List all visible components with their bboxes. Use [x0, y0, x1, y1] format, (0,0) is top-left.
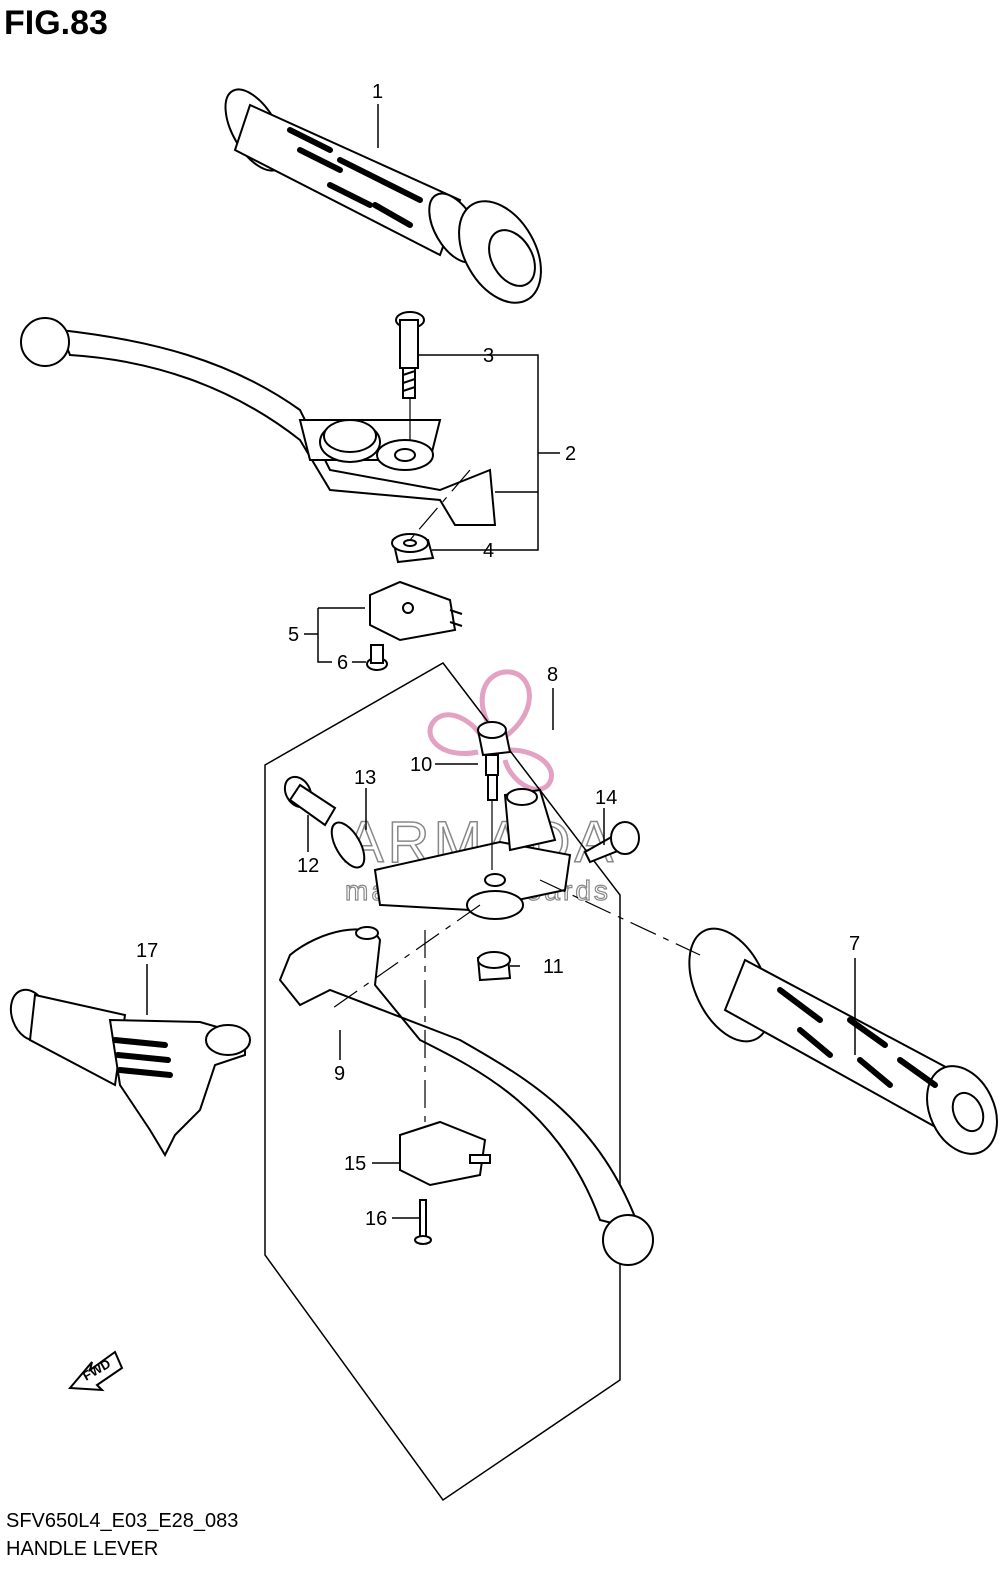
- part-13-adjuster-wheel: [330, 821, 366, 869]
- watermark-petal-top: [479, 669, 532, 743]
- figure-title: FIG.83: [4, 4, 108, 42]
- callout-3: 3: [483, 345, 494, 367]
- part-9-clutch-lever: [278, 926, 654, 1266]
- part-2-brake-lever: [20, 317, 497, 526]
- part-12-adjuster: [283, 775, 337, 827]
- part-15-switch: [399, 1120, 491, 1187]
- part-5-switch: [369, 580, 463, 642]
- part-1-grip: [224, 88, 542, 304]
- part-11-nut: [476, 951, 512, 982]
- callout-17: 17: [136, 940, 158, 962]
- footer: SFV650L4_E03_E28_083 HANDLE LEVER: [6, 1507, 238, 1563]
- part-14-screw: [583, 821, 640, 864]
- callout-9: 9: [334, 1063, 345, 1085]
- section-name: HANDLE LEVER: [6, 1538, 159, 1560]
- part-4-nut: [391, 533, 435, 564]
- part-10-bolt: [476, 721, 512, 801]
- callout-15: 15: [344, 1153, 366, 1175]
- callout-2: 2: [565, 443, 576, 465]
- part-6-screw: [366, 644, 388, 671]
- watermark-petal-left: [427, 712, 488, 756]
- callout-16: 16: [365, 1208, 387, 1230]
- callout-4: 4: [483, 540, 494, 562]
- callout-14: 14: [595, 787, 617, 809]
- callout-11: 11: [543, 956, 564, 978]
- part-16-screw: [414, 1199, 432, 1245]
- assembly-frame-8: [264, 662, 621, 1502]
- part-8-clutch-bracket: [373, 788, 572, 920]
- part-7-grip: [688, 927, 998, 1155]
- callout-7: 7: [849, 933, 860, 955]
- callout-5: 5: [288, 624, 299, 646]
- callout-13: 13: [354, 767, 376, 789]
- callout-10: 10: [410, 754, 432, 776]
- watermark-petal-right: [502, 747, 554, 792]
- leader-lines: [146, 104, 856, 1219]
- part-17-lever-holder: [9, 988, 251, 1158]
- callout-12: 12: [297, 855, 319, 877]
- fwd-arrow-icon: FWD: [67, 1350, 124, 1392]
- center-lines: [329, 469, 701, 1130]
- callout-1: 1: [372, 81, 383, 103]
- callout-6: 6: [337, 652, 348, 674]
- watermark-logo: [427, 669, 554, 792]
- part-3-pivot-bolt: [395, 311, 425, 399]
- callout-8: 8: [547, 664, 558, 686]
- model-code: SFV650L4_E03_E28_083: [6, 1510, 239, 1532]
